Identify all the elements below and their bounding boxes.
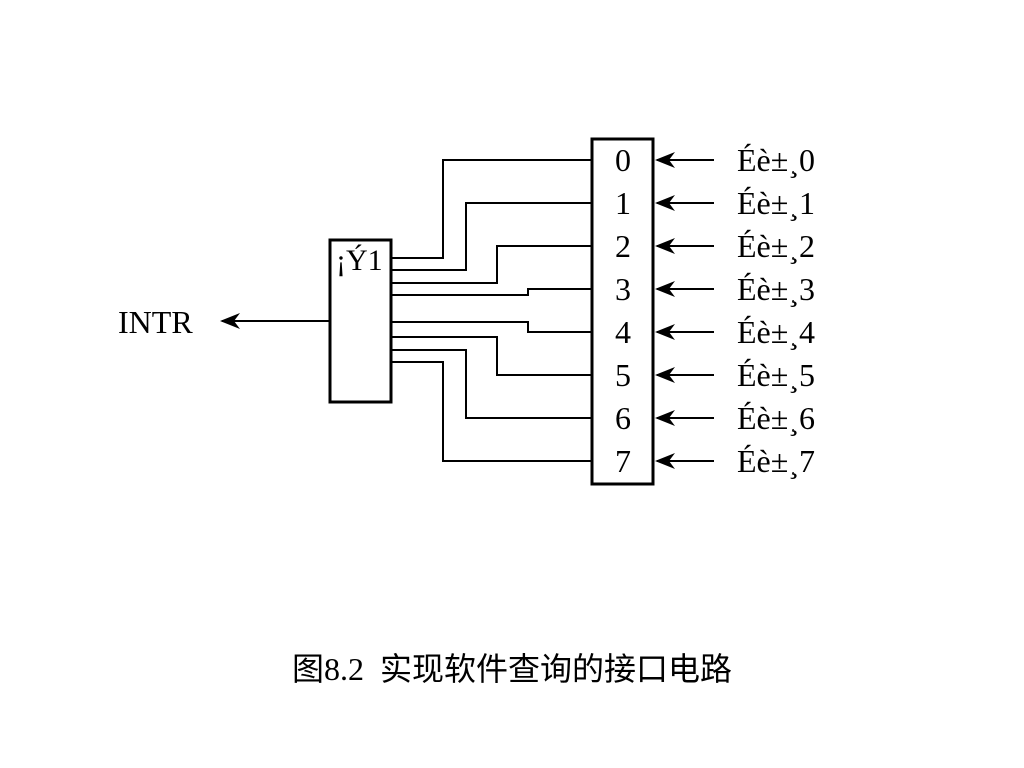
status-register-box [590,137,655,486]
wire-bit-7 [391,361,592,462]
device-label-3: Éè±¸3 [737,271,815,308]
device-label-6: Éè±¸6 [737,400,815,437]
device-label-7: Éè±¸7 [737,443,815,480]
device-label-0: Éè±¸0 [737,142,815,179]
wire-bit-6 [391,349,592,419]
register-bit-2: 2 [615,228,631,264]
device-label-2: Éè±¸2 [737,228,815,265]
device-label-4: Éè±¸4 [737,314,815,351]
wire-bit-0 [391,159,592,259]
device-label-1: Éè±¸1 [737,185,815,222]
figure-caption: 图8.2 实现软件查询的接口电路 [291,651,732,687]
intr-label: INTR [118,304,193,340]
wire-bit-3 [391,288,592,296]
register-bit-5: 5 [615,357,631,393]
wire-bit-5 [391,336,592,376]
wire-bit-2 [391,245,592,284]
or-gate-label: ¡Ý1 [336,244,383,277]
register-bits: 0 1 2 3 4 5 6 7 [615,142,631,479]
register-bit-6: 6 [615,400,631,436]
register-bit-0: 0 [615,142,631,178]
device-label-5: Éè±¸5 [737,357,815,394]
register-bit-1: 1 [615,185,631,221]
wire-bit-4 [391,321,592,333]
device-inputs: Éè±¸0Éè±¸1Éè±¸2Éè±¸3Éè±¸4Éè±¸5Éè±¸6Éè±¸7 [655,142,815,480]
register-bit-3: 3 [615,271,631,307]
register-to-gate-wires [391,159,592,462]
register-bit-7: 7 [615,443,631,479]
register-bit-4: 4 [615,314,631,350]
wire-bit-1 [391,202,592,271]
